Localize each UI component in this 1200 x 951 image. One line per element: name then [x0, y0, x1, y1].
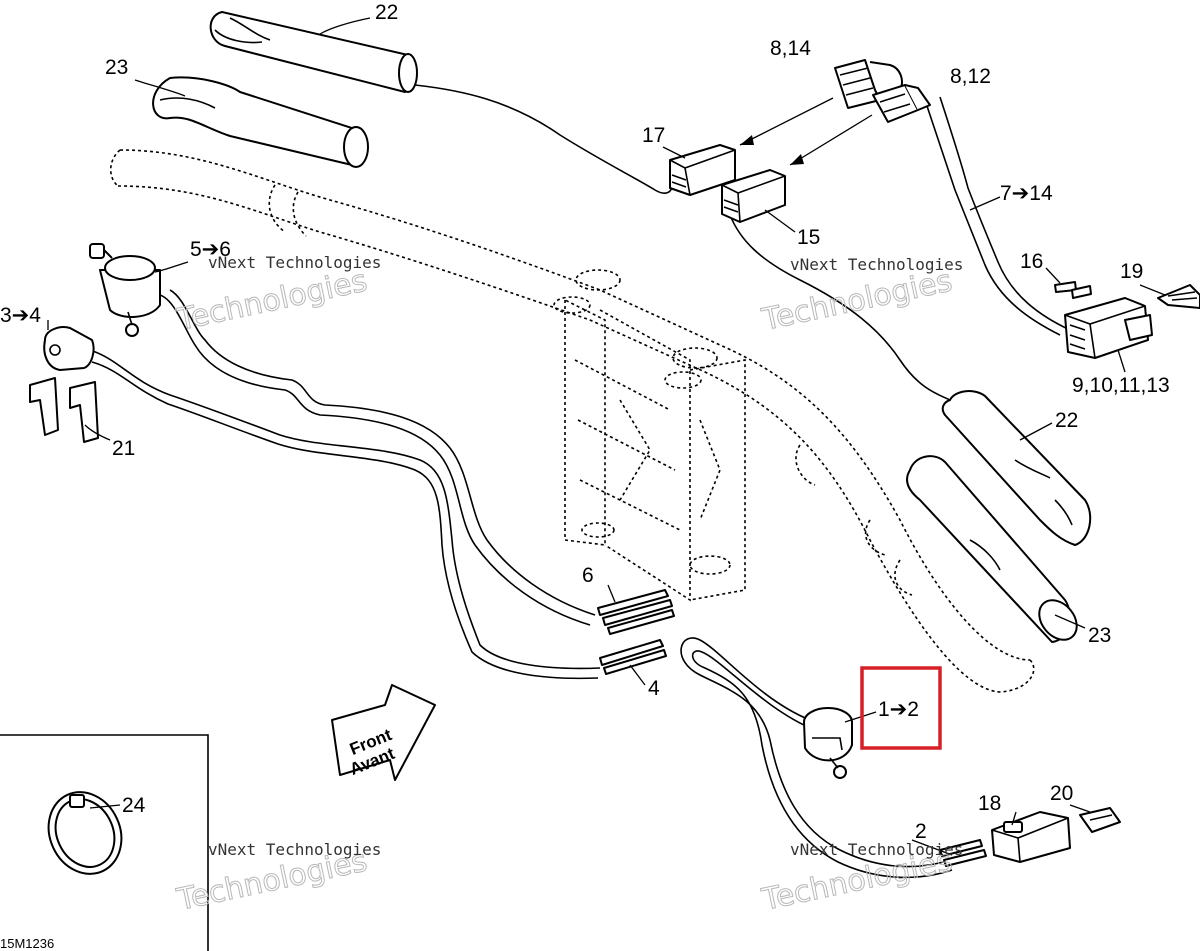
watermark-small-4: vNext Technologies — [790, 840, 963, 859]
grip-heater-right — [941, 390, 1092, 546]
label-23-top: 23 — [105, 56, 128, 79]
switch-3-4 — [43, 326, 95, 371]
label-2: 2 — [915, 820, 927, 843]
main-connector — [1064, 297, 1153, 359]
label-19: 19 — [1120, 260, 1143, 283]
clips-21 — [29, 377, 99, 443]
callout-labels: 22 23 8,14 8,12 17 15 7➔14 16 19 9,10,11… — [0, 1, 1170, 951]
label-15: 15 — [797, 226, 820, 249]
connector-18 — [991, 811, 1071, 863]
label-7-14: 7➔14 — [1000, 182, 1053, 205]
figure-code: 15M1236 — [0, 936, 54, 951]
screws-16 — [1054, 281, 1092, 299]
leader-lines — [47, 17, 1166, 856]
handlebar-outline — [109, 149, 1035, 693]
grip-heater-top — [209, 11, 418, 93]
switch-1-2 — [803, 707, 853, 779]
terminals-2 — [939, 839, 987, 867]
label-9-13: 9,10,11,13 — [1072, 374, 1170, 397]
label-23-right: 23 — [1088, 624, 1111, 647]
label-4: 4 — [648, 677, 660, 700]
connector-8-12 — [872, 84, 931, 123]
terminals-4 — [599, 639, 667, 675]
hand-grip-top — [152, 76, 369, 168]
label-1-2[interactable]: 1➔2 — [878, 698, 919, 721]
label-17: 17 — [642, 124, 665, 147]
label-18: 18 — [978, 792, 1001, 815]
label-20: 20 — [1050, 782, 1073, 805]
label-22-top: 22 — [375, 1, 398, 24]
label-5-6: 5➔6 — [190, 238, 231, 261]
front-arrow: Front Avant — [331, 684, 436, 781]
label-16: 16 — [1020, 250, 1043, 273]
highlighted-callout[interactable]: 1➔2 — [860, 666, 942, 750]
terminal-lock-20 — [1079, 807, 1121, 833]
label-24: 24 — [122, 794, 146, 817]
watermark-small-1: vNext Technologies — [208, 253, 381, 272]
label-6: 6 — [582, 564, 594, 587]
watermark-small-3: vNext Technologies — [208, 840, 381, 859]
connector-8-14 — [834, 59, 903, 109]
inset-cable-tie — [0, 734, 209, 951]
label-21: 21 — [112, 437, 135, 460]
wiring-harness — [89, 84, 1071, 879]
label-8-12: 8,12 — [950, 65, 991, 88]
label-8-14: 8,14 — [770, 37, 811, 60]
terminals-6 — [597, 589, 675, 635]
watermark-big-1: Technologies — [173, 264, 370, 339]
hand-grip-right — [906, 455, 1078, 643]
watermark-small-2: vNext Technologies — [790, 255, 963, 274]
label-3-4: 3➔4 — [0, 304, 41, 327]
connector-15 — [721, 169, 786, 223]
terminal-lock-19 — [1157, 284, 1200, 309]
highlight-box[interactable] — [860, 666, 942, 750]
watermark-big-2: Technologies — [758, 264, 955, 339]
label-22-right: 22 — [1055, 409, 1078, 432]
assembly-arrows — [739, 97, 873, 166]
switch-5-6 — [89, 243, 161, 337]
watermarks: Technologies Technologies Technologies T… — [173, 253, 963, 919]
